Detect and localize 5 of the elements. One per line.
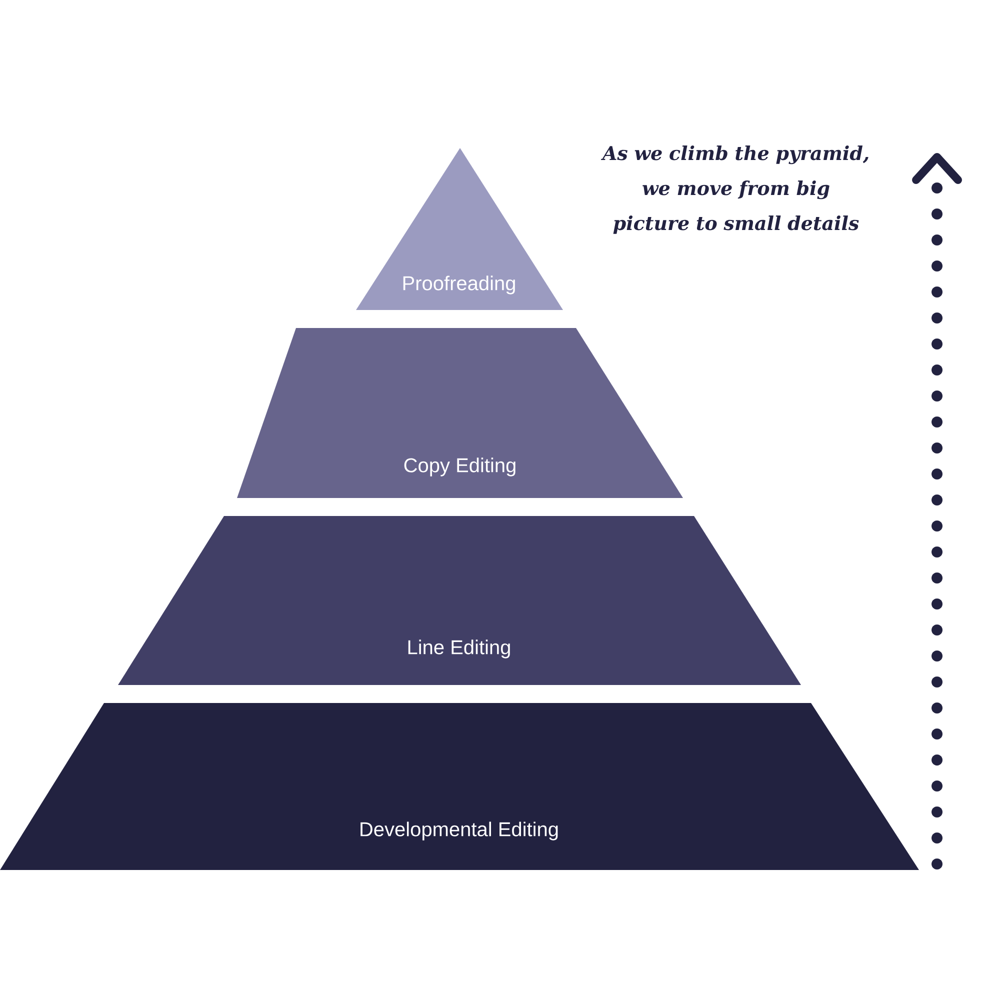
pyramid-level: Copy Editing <box>237 328 683 498</box>
pyramid-level: Proofreading <box>356 148 563 310</box>
annotation-text: As we climb the pyramid, we move from big picture to small details <box>600 146 868 234</box>
pyramid-level: Line Editing <box>118 516 802 685</box>
pyramid-level: Developmental Editing <box>0 703 920 870</box>
